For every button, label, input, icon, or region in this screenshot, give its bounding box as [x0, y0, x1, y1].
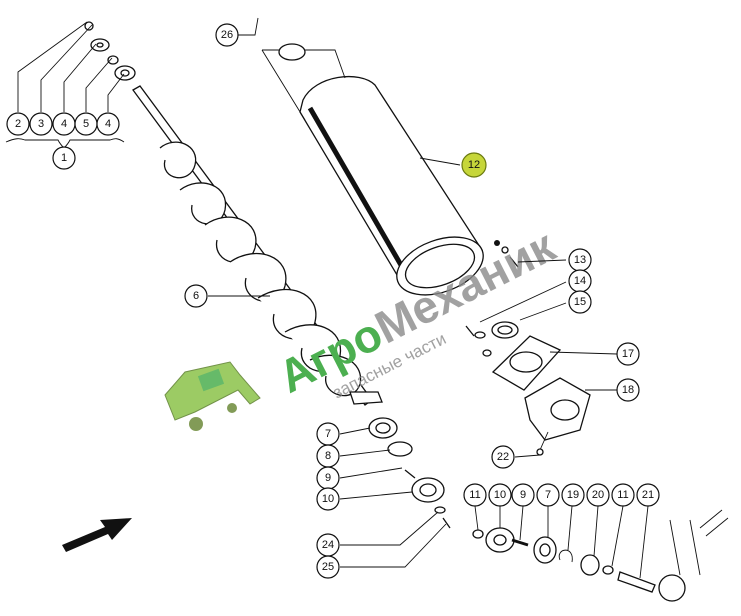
callout-4[interactable]: 4: [52, 112, 76, 136]
svg-text:19: 19: [567, 489, 579, 501]
callout-20[interactable]: 20: [586, 483, 610, 507]
callout-26[interactable]: 26: [215, 23, 239, 47]
svg-text:18: 18: [622, 384, 634, 396]
svg-text:21: 21: [642, 489, 654, 501]
svg-text:10: 10: [494, 489, 506, 501]
svg-text:7: 7: [545, 489, 551, 501]
callout-8[interactable]: 8: [316, 444, 340, 468]
combine-harvester-icon: [164, 361, 261, 431]
auger-shaft-end: [349, 391, 383, 405]
callout-14[interactable]: 14: [568, 269, 592, 293]
callout-11[interactable]: 11: [463, 483, 487, 507]
bevel-gear: [411, 477, 445, 503]
callout-9[interactable]: 9: [316, 466, 340, 490]
callout-18[interactable]: 18: [616, 378, 640, 402]
svg-text:25: 25: [322, 561, 334, 573]
svg-text:24: 24: [322, 539, 334, 551]
svg-text:20: 20: [592, 489, 604, 501]
key: [404, 469, 416, 479]
svg-text:13: 13: [574, 254, 586, 266]
callout-17[interactable]: 17: [616, 342, 640, 366]
bolt: [465, 325, 475, 337]
sprocket: [658, 509, 729, 602]
bottom-drive-train: [472, 509, 729, 602]
shaft-drive-parts: [368, 417, 451, 529]
svg-text:5: 5: [83, 118, 89, 130]
auger-assembly: [132, 85, 383, 406]
callout-13[interactable]: 13: [568, 248, 592, 272]
callout-12[interactable]: 12: [461, 152, 487, 178]
callout-1[interactable]: 1: [52, 146, 76, 170]
callout-7b[interactable]: 7: [536, 483, 560, 507]
auger-flighting: [159, 141, 362, 397]
shaft-end-hardware: [84, 21, 136, 81]
bolt-head: [84, 21, 94, 31]
svg-text:4: 4: [61, 118, 67, 130]
callout-25[interactable]: 25: [316, 555, 340, 579]
callout-10[interactable]: 10: [316, 487, 340, 511]
auger-tube: [261, 43, 484, 296]
callout-19[interactable]: 19: [561, 483, 585, 507]
svg-text:15: 15: [574, 296, 586, 308]
svg-text:2: 2: [15, 118, 21, 130]
callout-7[interactable]: 7: [316, 422, 340, 446]
snap-ring: [387, 441, 413, 457]
svg-text:7: 7: [325, 428, 331, 440]
direction-arrow: [62, 518, 132, 552]
bushing: [580, 554, 600, 576]
drive-shaft: [617, 571, 656, 593]
bracket-eye: [278, 43, 306, 61]
svg-text:6: 6: [193, 290, 199, 302]
callout-2[interactable]: 2: [6, 112, 30, 136]
svg-text:1: 1: [61, 152, 67, 164]
callout-6[interactable]: 6: [184, 284, 208, 308]
callout-9b[interactable]: 9: [511, 483, 535, 507]
flange-hardware: [494, 240, 519, 268]
lock-washer: [107, 55, 119, 65]
callout-10b[interactable]: 10: [488, 483, 512, 507]
svg-text:9: 9: [520, 489, 526, 501]
svg-text:9: 9: [325, 472, 331, 484]
callout-15[interactable]: 15: [568, 290, 592, 314]
svg-text:17: 17: [622, 348, 634, 360]
svg-text:4: 4: [105, 118, 111, 130]
callout-24[interactable]: 24: [316, 533, 340, 557]
callout-21[interactable]: 21: [636, 483, 660, 507]
svg-text:22: 22: [497, 451, 509, 463]
callouts: 2 3 4 5 4 1 26 12 6 13 14 15 17 18 22 7 …: [6, 23, 660, 579]
svg-text:10: 10: [322, 493, 334, 505]
washer: [434, 506, 446, 514]
svg-text:8: 8: [325, 450, 331, 462]
leader-lines: [5, 17, 649, 579]
gearbox-components: [465, 321, 591, 456]
callout-3[interactable]: 3: [29, 112, 53, 136]
callout-11b[interactable]: 11: [611, 483, 635, 507]
callout-4b[interactable]: 4: [96, 112, 120, 136]
callout-22[interactable]: 22: [491, 445, 515, 469]
svg-text:12: 12: [468, 159, 480, 171]
svg-text:3: 3: [38, 118, 44, 130]
callout-5[interactable]: 5: [74, 112, 98, 136]
svg-text:14: 14: [574, 275, 586, 287]
svg-text:11: 11: [469, 489, 480, 501]
svg-text:11: 11: [617, 489, 628, 501]
svg-text:26: 26: [221, 29, 233, 41]
bolt: [442, 517, 451, 529]
